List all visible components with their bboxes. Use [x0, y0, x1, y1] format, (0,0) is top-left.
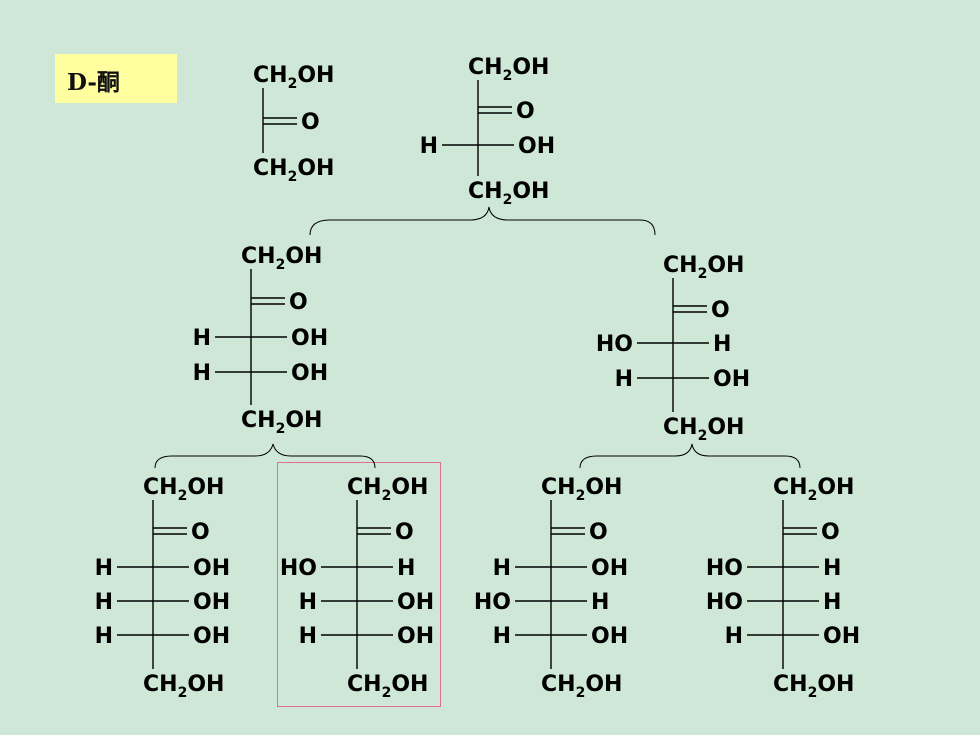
- right-substituent-label: OH: [591, 556, 628, 581]
- right-substituent-label: OH: [518, 134, 555, 159]
- right-substituent-label: OH: [823, 624, 860, 649]
- bottom-ch2oh-label: CH2OH: [468, 179, 549, 208]
- top-ch2oh-label: CH2OH: [143, 475, 224, 504]
- left-substituent-label: HO: [596, 332, 633, 357]
- bottom-ch2oh-label: CH2OH: [773, 672, 854, 701]
- right-substituent-label: H: [397, 556, 415, 581]
- right-substituent-label: OH: [291, 361, 328, 386]
- top-ch2oh-label: CH2OH: [241, 244, 322, 273]
- bottom-ch2oh-label: CH2OH: [253, 156, 334, 185]
- brace-xylulose-children: [579, 443, 801, 469]
- left-substituent-label: H: [725, 624, 743, 649]
- left-substituent-label: H: [615, 367, 633, 392]
- left-substituent-label: H: [299, 590, 317, 615]
- keto-oxygen-label: O: [711, 298, 730, 323]
- left-substituent-label: HO: [706, 556, 743, 581]
- bottom-ch2oh-label: CH2OH: [347, 672, 428, 701]
- left-substituent-label: H: [193, 361, 211, 386]
- left-substituent-label: H: [299, 624, 317, 649]
- top-ch2oh-label: CH2OH: [347, 475, 428, 504]
- right-substituent-label: OH: [193, 624, 230, 649]
- top-ch2oh-label: CH2OH: [773, 475, 854, 504]
- title-label: D-酮: [55, 54, 177, 103]
- left-substituent-label: H: [95, 624, 113, 649]
- bottom-ch2oh-label: CH2OH: [663, 415, 744, 444]
- right-substituent-label: H: [823, 556, 841, 581]
- left-substituent-label: H: [95, 590, 113, 615]
- keto-oxygen-label: O: [589, 520, 608, 545]
- left-substituent-label: H: [193, 326, 211, 351]
- top-ch2oh-label: CH2OH: [663, 253, 744, 282]
- bottom-ch2oh-label: CH2OH: [241, 408, 322, 437]
- keto-oxygen-label: O: [191, 520, 210, 545]
- right-substituent-label: OH: [291, 326, 328, 351]
- right-substituent-label: OH: [193, 590, 230, 615]
- top-ch2oh-label: CH2OH: [468, 55, 549, 84]
- right-substituent-label: H: [823, 590, 841, 615]
- left-substituent-label: HO: [280, 556, 317, 581]
- fructose-highlight-box: [277, 462, 441, 707]
- left-substituent-label: H: [493, 556, 511, 581]
- bottom-ch2oh-label: CH2OH: [143, 672, 224, 701]
- keto-oxygen-label: O: [289, 290, 308, 315]
- right-substituent-label: OH: [193, 556, 230, 581]
- right-substituent-label: H: [713, 332, 731, 357]
- brace-ribulose-children: [154, 443, 376, 469]
- right-substituent-label: OH: [713, 367, 750, 392]
- structure-dihydroxyacetone: CH2OH CH2OH O: [253, 63, 334, 185]
- right-substituent-label: OH: [591, 624, 628, 649]
- top-ch2oh-label: CH2OH: [541, 475, 622, 504]
- left-substituent-label: H: [95, 556, 113, 581]
- left-substituent-label: H: [493, 624, 511, 649]
- left-substituent-label: HO: [474, 590, 511, 615]
- keto-oxygen-label: O: [395, 520, 414, 545]
- bottom-ch2oh-label: CH2OH: [541, 672, 622, 701]
- left-substituent-label: HO: [706, 590, 743, 615]
- right-substituent-label: H: [591, 590, 609, 615]
- keto-oxygen-label: O: [821, 520, 840, 545]
- brace-tetrulose-children: [309, 206, 656, 236]
- right-substituent-label: OH: [397, 590, 434, 615]
- right-substituent-label: OH: [397, 624, 434, 649]
- top-ch2oh-label: CH2OH: [253, 63, 334, 92]
- keto-oxygen-label: O: [301, 110, 320, 135]
- left-substituent-label: H: [420, 134, 438, 159]
- keto-oxygen-label: O: [516, 99, 535, 124]
